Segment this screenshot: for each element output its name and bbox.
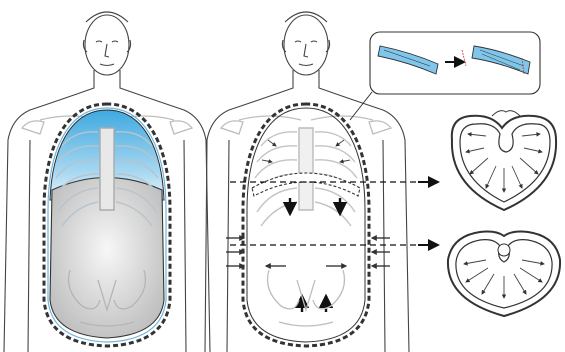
inset-callout-line [350, 92, 372, 120]
right-head [282, 12, 329, 75]
left-head [83, 12, 130, 75]
left-figure [4, 12, 210, 352]
right-torso-outline [205, 70, 409, 352]
right-pelvis [268, 270, 345, 326]
upper-cross-section [452, 111, 556, 210]
muscle-fiber-stretch-icon [370, 32, 540, 94]
lower-cross-section [448, 232, 560, 317]
section-arrowheads [418, 182, 438, 245]
diaphragm-arrows [290, 198, 340, 214]
